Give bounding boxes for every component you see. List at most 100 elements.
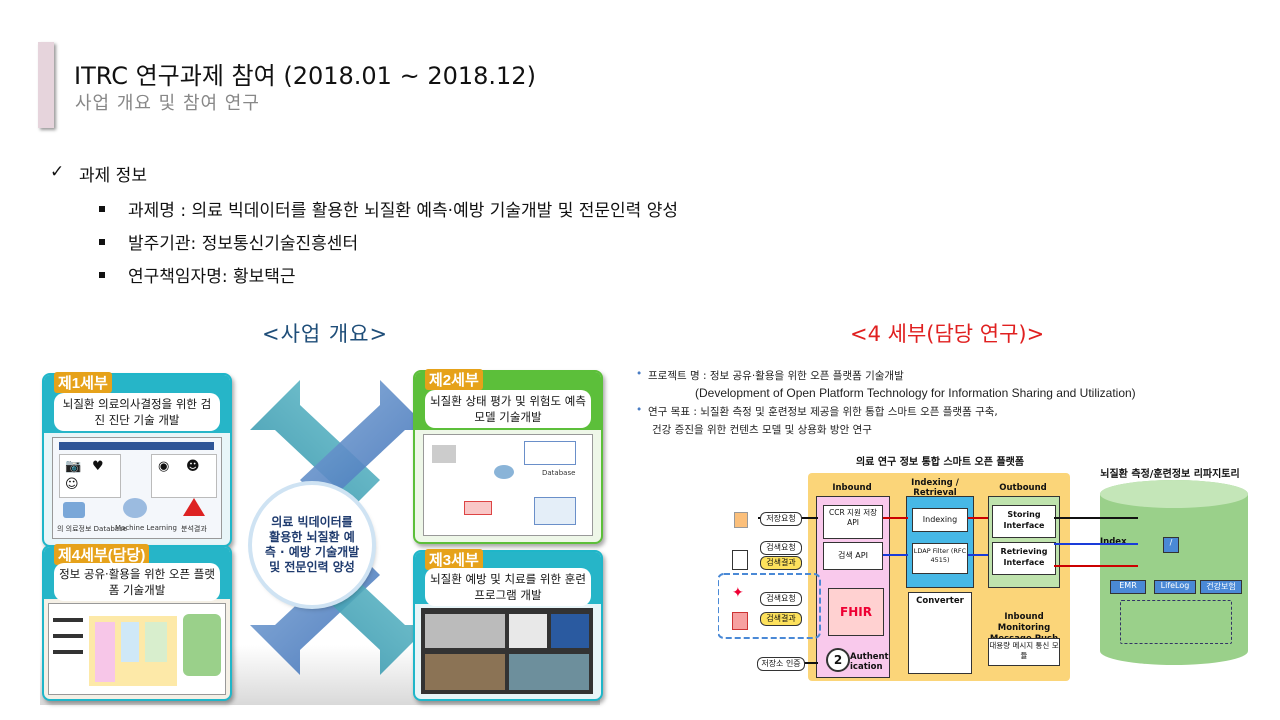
panel-sub4-desc: 정보 공유·활용을 위한 오픈 플랫폼 기술개발 xyxy=(54,563,220,601)
panel-sub2-desc: 뇌질환 상태 평가 및 위험도 예측 모델 기술개발 xyxy=(425,390,591,428)
panel-sub3-tag: 제3세부 xyxy=(425,549,483,570)
repository-cylinder-top xyxy=(1100,480,1248,508)
camera-icon: 📷 xyxy=(65,459,82,474)
panel-sub2-tag: 제2세부 xyxy=(425,369,483,390)
search-api-box: 검색 API xyxy=(823,542,883,570)
repo-tree xyxy=(1120,600,1232,644)
storing-interface: Storing Interface xyxy=(992,505,1056,538)
face-icon: ☺ xyxy=(65,477,79,492)
index-label: Index xyxy=(1100,537,1127,547)
index-node: / xyxy=(1163,537,1179,553)
repo-lifelog: LifeLog xyxy=(1154,580,1196,594)
panel-sub4: 제4세부(담당) 정보 공유·활용을 위한 오픈 플랫폼 기술개발 xyxy=(42,544,232,701)
center-circle: 의료 빅데이터를 활용한 뇌질환 예측 · 예방 기술개발 및 전문인력 양성 xyxy=(252,485,372,605)
mini-arrow xyxy=(53,650,83,654)
info-item-lead: 연구책임자명: 황보택근 xyxy=(128,267,296,287)
panel-sub1-figure: 📷 ♥ ☺ ◉ ☻ 의 의료정보 Database Machine Learni… xyxy=(52,437,222,539)
indexing-label: Indexing / Retrieval xyxy=(911,478,959,498)
platform-title: 의료 연구 정보 통합 스마트 오픈 플랫폼 xyxy=(855,457,1025,468)
mini-repository xyxy=(183,614,221,676)
ldap-box: LDAP Filter (RFC 4515) xyxy=(912,543,968,574)
overview-diagram: 의료 빅데이터를 활용한 뇌질환 예측 · 예방 기술개발 및 전문인력 양성 … xyxy=(40,365,603,705)
project-name-line: 프로젝트 명 : 정보 공유·활용을 위한 오픈 플랫폼 기술개발 xyxy=(648,370,904,382)
repo-insurance: 건강보험 xyxy=(1200,580,1242,594)
fhir-flame-icon: ✦ xyxy=(732,585,744,601)
bullet-icon xyxy=(99,206,105,212)
training-brain xyxy=(551,614,589,648)
database-label: Database xyxy=(542,469,576,477)
ccr-doc-icon xyxy=(734,512,748,528)
overview-heading: <사업 개요> xyxy=(262,322,389,346)
panel-sub1-desc: 뇌질환 의료의사결정을 위한 검진 진단 기술 개발 xyxy=(54,393,220,431)
result-box xyxy=(464,501,492,515)
panel-sub3-desc: 뇌질환 예방 및 치료를 위한 훈련 프로그램 개발 xyxy=(425,568,591,606)
mini-arrow xyxy=(53,618,83,622)
panel-sub1: 제1세부 뇌질환 의료의사결정을 위한 검진 진단 기술 개발 📷 ♥ ☺ ◉ … xyxy=(42,372,232,547)
warning-icon xyxy=(183,498,205,516)
database-icon xyxy=(63,502,85,518)
training-chart xyxy=(509,614,547,648)
bullet-icon: • xyxy=(636,404,643,416)
panel-sub3-figure xyxy=(421,608,593,694)
heart-icon: ♥ xyxy=(92,459,104,474)
panel-sub2: 제2세부 뇌질환 상태 평가 및 위험도 예측 모델 기술개발 Database xyxy=(413,369,603,544)
bullet-icon: • xyxy=(636,368,643,380)
panel-sub2-figure: Database xyxy=(423,434,593,536)
search-request-label: 검색요청 xyxy=(760,541,802,555)
ccr-api-box: CCR 지원 저장 API xyxy=(823,505,883,539)
info-item-agency: 발주기관: 정보통신기술진흥센터 xyxy=(128,234,359,254)
title-accent-bar xyxy=(38,42,54,128)
figure-label-result: 분석결과 xyxy=(181,525,207,533)
data-flow-arrows xyxy=(718,517,1138,664)
figure-label-db: 의 의료정보 Database xyxy=(57,525,128,533)
training-screen-2 xyxy=(425,654,505,690)
chart-icon xyxy=(524,441,576,465)
mini-inbound xyxy=(95,622,115,682)
store-request-label: 저장요청 xyxy=(760,512,802,526)
inbound-label: Inbound xyxy=(832,483,872,493)
repo-auth-label: 저장소 인증 xyxy=(757,657,805,671)
figure-icons-left: 📷 ♥ ☺ xyxy=(59,454,121,498)
search-result-label: 검색결과 xyxy=(760,556,802,570)
page-subtitle: 사업 개요 및 참여 연구 xyxy=(75,93,260,114)
project-english-name: (Development of Open Platform Technology… xyxy=(695,386,1136,400)
message-module-box: 대용량 메시지 통신 모듈 xyxy=(988,638,1060,666)
fhir-doc-icon xyxy=(732,612,748,630)
repository-title: 뇌질환 측정/훈련정보 리파지토리 xyxy=(1100,469,1240,480)
auth-label: Authent ication xyxy=(850,652,889,672)
auth-step-icon: 2 xyxy=(826,648,850,672)
brain-ml-icon xyxy=(123,498,147,518)
training-screen-1 xyxy=(425,614,505,648)
document-icon xyxy=(732,550,748,570)
goal-line-2: 건강 증진을 위한 컨텐츠 모델 및 상용화 방안 연구 xyxy=(652,424,872,436)
repository-cylinder xyxy=(1100,480,1248,665)
converter-label: Converter xyxy=(916,596,964,606)
goal-line: 연구 목표 : 뇌질환 측정 및 훈련정보 제공을 위한 통합 스마트 오픈 플… xyxy=(648,406,998,418)
person-icon: ☻ xyxy=(186,459,200,474)
mini-outbound xyxy=(145,622,167,662)
info-item-project-name: 과제명 : 의료 빅데이터를 활용한 뇌질환 예측·예방 기술개발 및 전문인력… xyxy=(128,201,679,221)
bullet-icon xyxy=(99,272,105,278)
panel-sub4-tag: 제4세부(담당) xyxy=(54,544,150,565)
center-text: 의료 빅데이터를 활용한 뇌질환 예측 · 예방 기술개발 및 전문인력 양성 xyxy=(264,515,360,574)
sub-project-heading: <4 세부(담당 연구)> xyxy=(850,322,1045,346)
panel-sub4-figure xyxy=(48,603,226,695)
brain-icon: ◉ xyxy=(158,459,170,474)
figure-banner xyxy=(59,442,214,450)
fhir-search-result-label: 검색결과 xyxy=(760,612,802,626)
server-icon xyxy=(432,445,456,463)
retrieving-interface: Retrieving Interface xyxy=(992,542,1056,575)
repo-emr: EMR xyxy=(1110,580,1146,594)
info-heading: 과제 정보 xyxy=(79,166,147,186)
fhir-search-request-label: 검색요청 xyxy=(760,592,802,606)
bullet-icon xyxy=(99,239,105,245)
panel-sub1-tag: 제1세부 xyxy=(54,372,112,393)
node-icon xyxy=(494,465,514,479)
outbound-label: Outbound xyxy=(999,483,1047,493)
training-screen-3 xyxy=(509,654,589,690)
check-icon: ✓ xyxy=(50,162,65,182)
page-title: ITRC 연구과제 참여 (2018.01 ~ 2018.12) xyxy=(74,62,536,90)
converter-box xyxy=(908,592,972,674)
indexing-box: Indexing xyxy=(912,508,968,532)
graph-icon xyxy=(534,497,576,525)
